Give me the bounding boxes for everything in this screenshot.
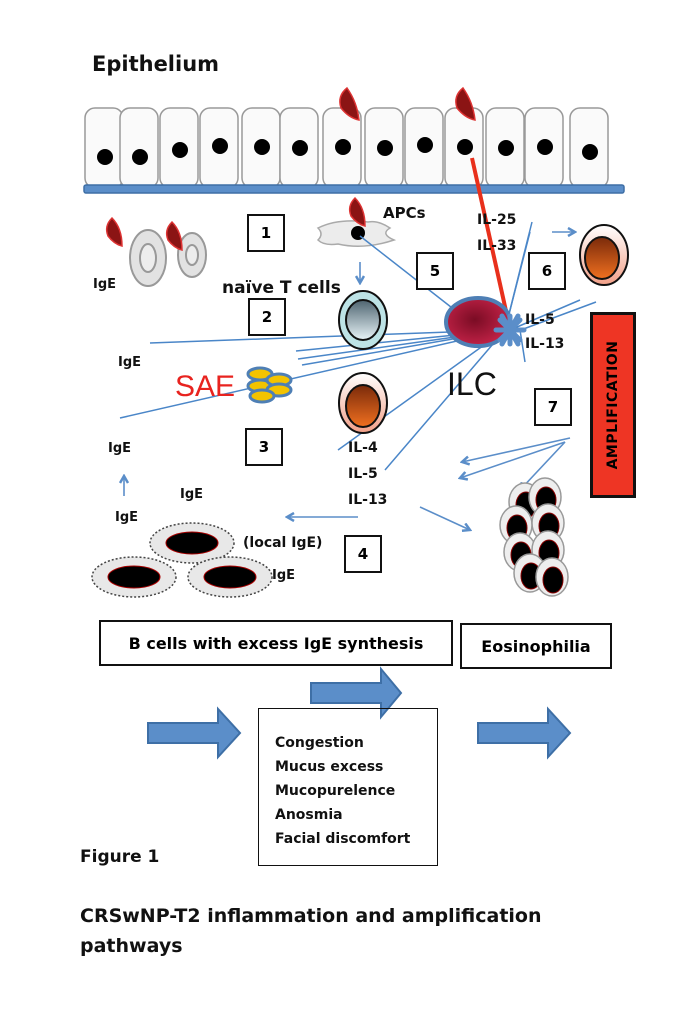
block-arrow-2 [147, 706, 242, 760]
epithelial-nucleus [498, 140, 514, 156]
il13-label-bottom: IL-13 [348, 492, 388, 508]
epithelial-cell [119, 107, 159, 189]
step-box-4: 4 [344, 535, 382, 573]
block-arrows [147, 666, 572, 760]
il4-label: IL-4 [348, 440, 378, 456]
epithelial-nucleus [335, 139, 351, 155]
il13-label-top: IL-13 [525, 336, 565, 352]
ige-label-b3: IgE [272, 568, 296, 583]
ilc-label: ILC [447, 366, 497, 402]
il33-label: IL-33 [477, 238, 517, 254]
epithelium-layer [84, 107, 609, 189]
epithelium-label: Epithelium [92, 52, 220, 76]
mast-cell-icon [129, 229, 207, 287]
figure-caption-line1: CRSwNP-T2 inflammation and amplification [80, 905, 542, 927]
epithelial-nucleus [457, 139, 473, 155]
step-box-3: 3 [245, 428, 283, 466]
sae-icon [246, 366, 293, 404]
step-box-5: 5 [416, 252, 454, 290]
b-cells-outcome-box: B cells with excess IgE synthesis [99, 620, 453, 666]
basement-membrane [83, 184, 625, 194]
symptom-item: Anosmia [275, 807, 343, 823]
epithelial-nucleus [377, 140, 393, 156]
ige-label-left2: IgE [108, 441, 132, 456]
allergen-icon [348, 196, 366, 227]
step-box-1: 1 [247, 214, 285, 252]
epithelial-nucleus [172, 142, 188, 158]
ilc-burst-icon [493, 313, 527, 347]
ige-label-b2: IgE [115, 510, 139, 525]
ige-label-b1: IgE [180, 487, 204, 502]
th2-nucleus [345, 384, 381, 428]
amplification-label: AMPLIFICATION [605, 340, 621, 470]
eosinophil-nucleus [542, 566, 564, 594]
figure-caption-line2: pathways [80, 935, 183, 957]
symptom-item: Mucus excess [275, 759, 384, 775]
step-box-7: 7 [534, 388, 572, 426]
naive-t-cells-label: naïve T cells [222, 278, 341, 298]
allergen-icon [105, 216, 123, 247]
symptom-item: Congestion [275, 735, 364, 751]
arrows [124, 232, 575, 530]
symptoms-box: Congestion Mucus excess Mucopurelence An… [258, 708, 438, 866]
block-arrow-1 [310, 666, 403, 720]
eosinophil-cluster-icon [499, 477, 569, 597]
epithelial-cell [84, 107, 124, 189]
epithelial-nucleus [417, 137, 433, 153]
epithelial-nucleus [254, 139, 270, 155]
apcs-label: APCs [383, 204, 426, 222]
step-box-2: 2 [248, 298, 286, 336]
epithelial-signal-line [470, 157, 510, 321]
th2-nucleus [584, 236, 620, 280]
b-cells-outcome-label: B cells with excess IgE synthesis [128, 633, 424, 653]
allergen-icon [455, 86, 476, 121]
epithelial-nucleus [97, 149, 113, 165]
block-arrow-3 [477, 706, 572, 760]
epithelial-nucleus [132, 149, 148, 165]
il5-label-bottom: IL-5 [348, 466, 378, 482]
ige-label-left1: IgE [118, 355, 142, 370]
epithelial-nucleus [537, 139, 553, 155]
il25-label: IL-25 [477, 212, 517, 228]
sae-label: SAE [175, 370, 236, 403]
ige-label-mast: IgE [93, 277, 117, 292]
eosinophilia-outcome-box: Eosinophilia [460, 623, 612, 669]
step-box-6: 6 [528, 252, 566, 290]
figure-label: Figure 1 [80, 847, 160, 867]
eosinophilia-label: Eosinophilia [481, 636, 591, 656]
local-ige-label: (local IgE) [243, 535, 323, 551]
symptom-item: Facial discomfort [275, 831, 411, 847]
epithelial-nucleus [212, 138, 228, 154]
il5-label-top: IL-5 [525, 312, 555, 328]
symptom-item: Mucopurelence [275, 783, 396, 799]
amplification-box: AMPLIFICATION [590, 312, 636, 498]
epithelial-nucleus [292, 140, 308, 156]
t-cell-nucleus [345, 299, 381, 341]
allergen-icon [165, 220, 183, 251]
epithelial-nucleus [582, 144, 598, 160]
allergen-icon [339, 86, 360, 121]
b-cell-icons [91, 522, 273, 598]
